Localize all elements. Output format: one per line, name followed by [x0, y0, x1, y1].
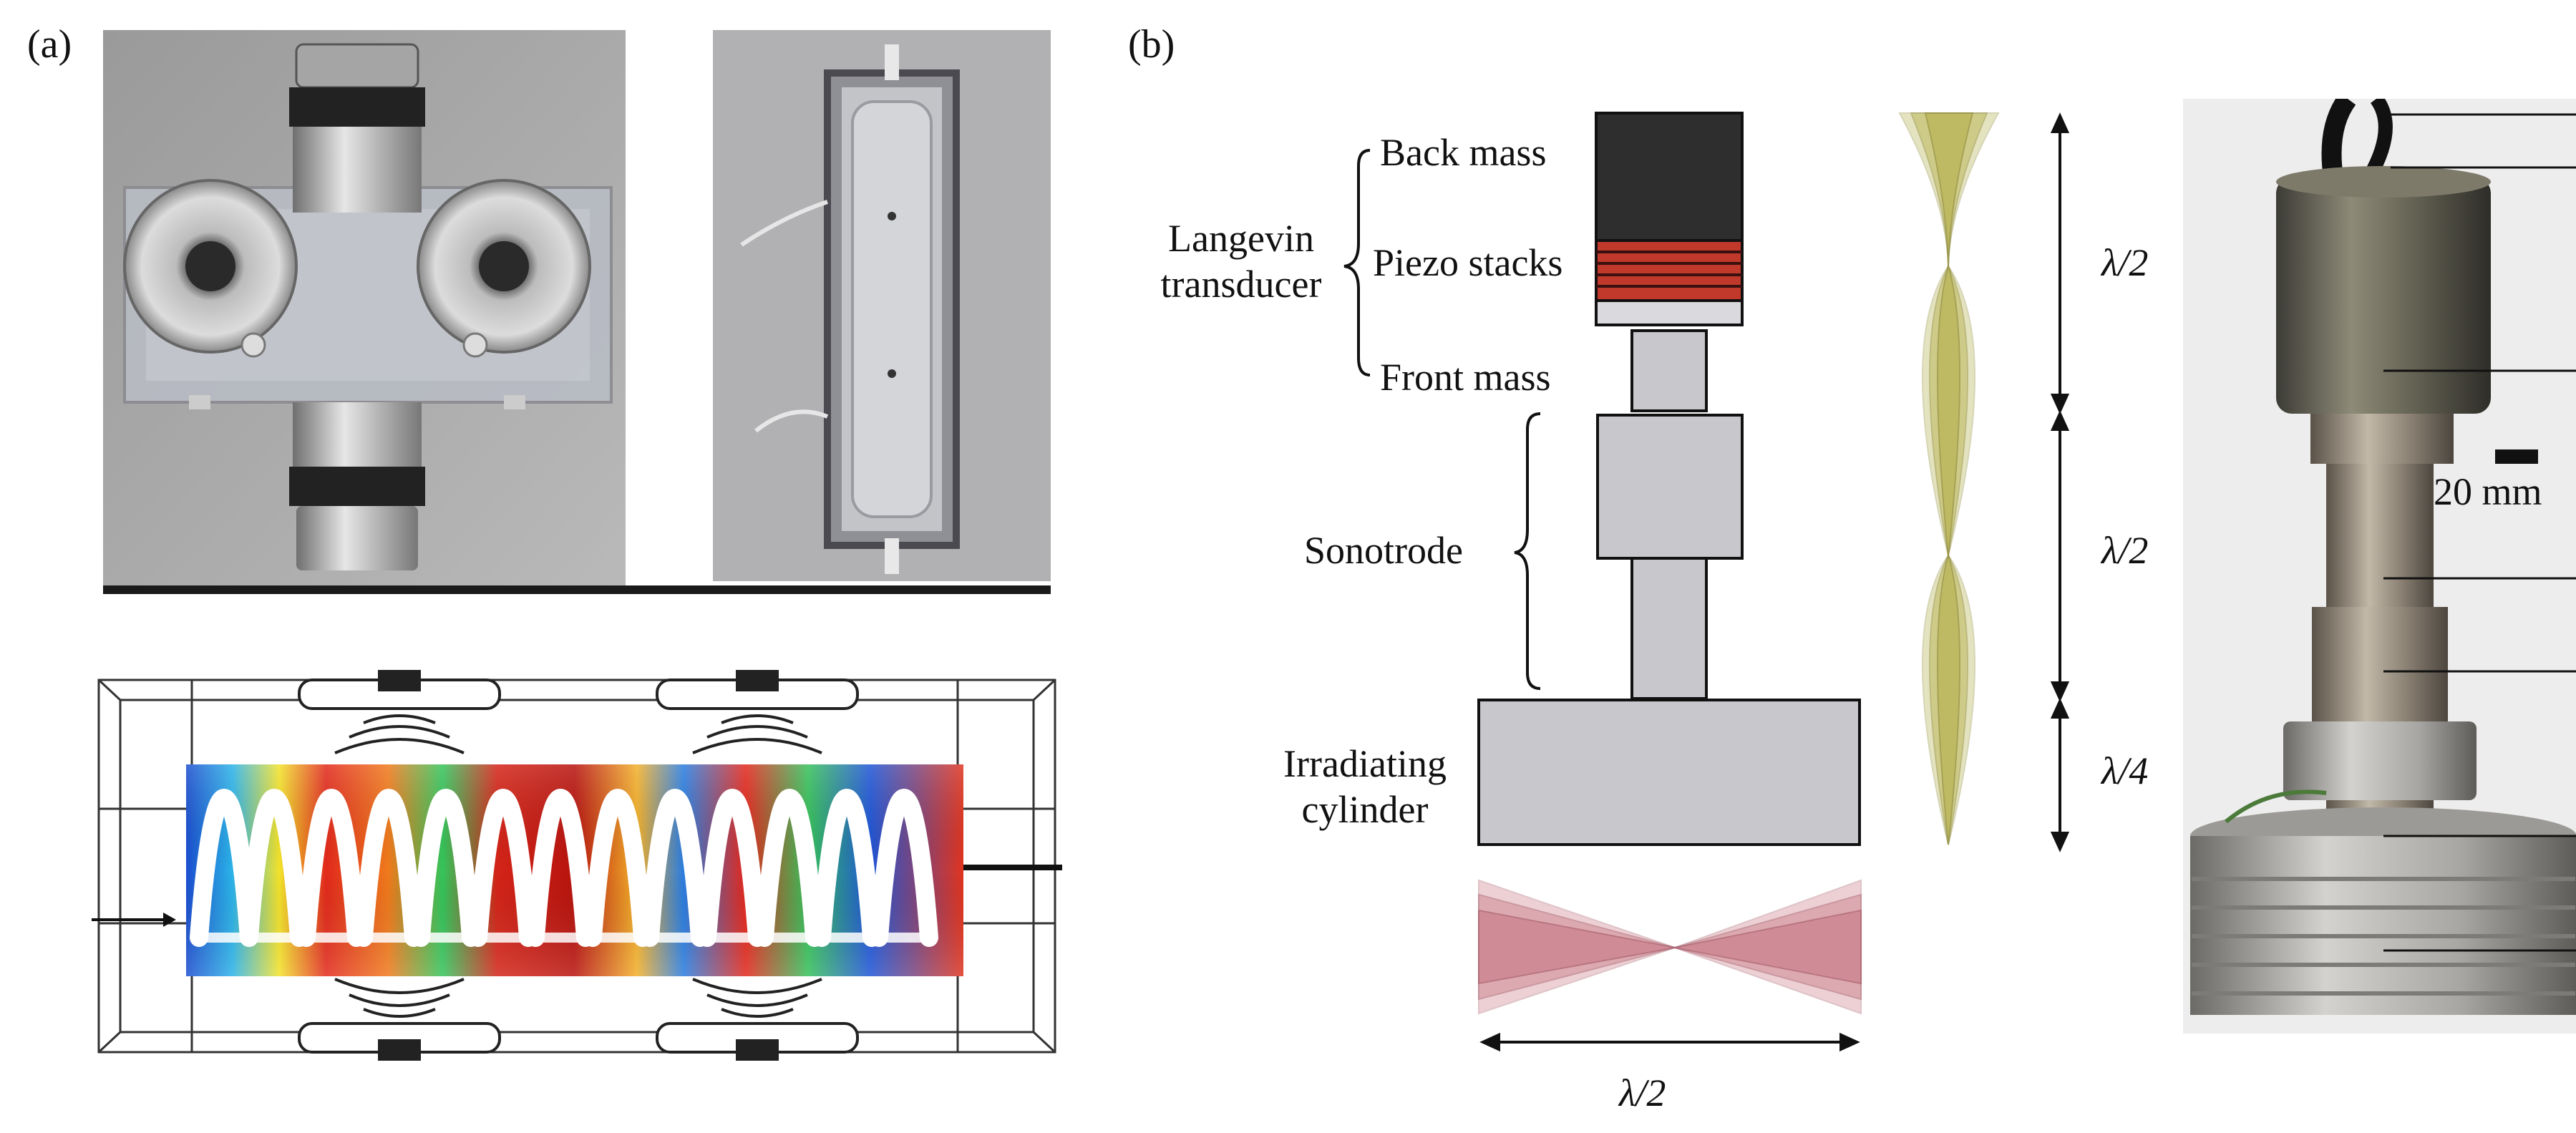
irradiating-cylinder-label: Irradiating cylinder: [1261, 741, 1469, 832]
device-photo: [2183, 99, 2576, 1034]
panel-a-divider: [103, 585, 1051, 594]
dimension-horizontal-label: λ/2: [1619, 1071, 1666, 1114]
radial-mode-shape: [1478, 879, 1862, 1015]
reactor-photo: [103, 30, 626, 588]
axial-mode-shape: [1898, 112, 2000, 845]
irradiating-label-line1: Irradiating: [1283, 742, 1447, 785]
langevin-label-line2: transducer: [1160, 262, 1322, 306]
back-mass-block: [1595, 112, 1744, 242]
front-mass-label: Front mass: [1380, 356, 1551, 399]
irradiating-label-line2: cylinder: [1301, 787, 1429, 831]
panel-a-label: (a): [27, 22, 72, 67]
dimension-bottom-label: λ/4: [2101, 749, 2149, 792]
piezo-stacks-label: Piezo stacks: [1373, 241, 1563, 284]
sonotrode-label: Sonotrode: [1304, 529, 1463, 572]
chamber-photo: [713, 30, 1051, 581]
front-mass-block: [1630, 329, 1708, 412]
sonotrode-brace: [1514, 412, 1541, 690]
sonotrode-block: [1596, 414, 1744, 560]
langevin-label: Langevin transducer: [1141, 216, 1341, 307]
langevin-brace: [1343, 149, 1371, 376]
piezo-stack-block: [1595, 239, 1744, 302]
back-mass-label: Back mass: [1380, 131, 1547, 174]
langevin-label-line1: Langevin: [1168, 217, 1314, 260]
dimension-top-label: λ/2: [2101, 241, 2149, 284]
scale-bar-label: 20 mm: [2434, 470, 2542, 513]
irradiating-cylinder-block: [1477, 699, 1861, 846]
panel-b-label: (b): [1128, 22, 1175, 67]
dimension-middle-label: λ/2: [2101, 529, 2149, 572]
simulation-rendering: [92, 666, 1062, 1066]
